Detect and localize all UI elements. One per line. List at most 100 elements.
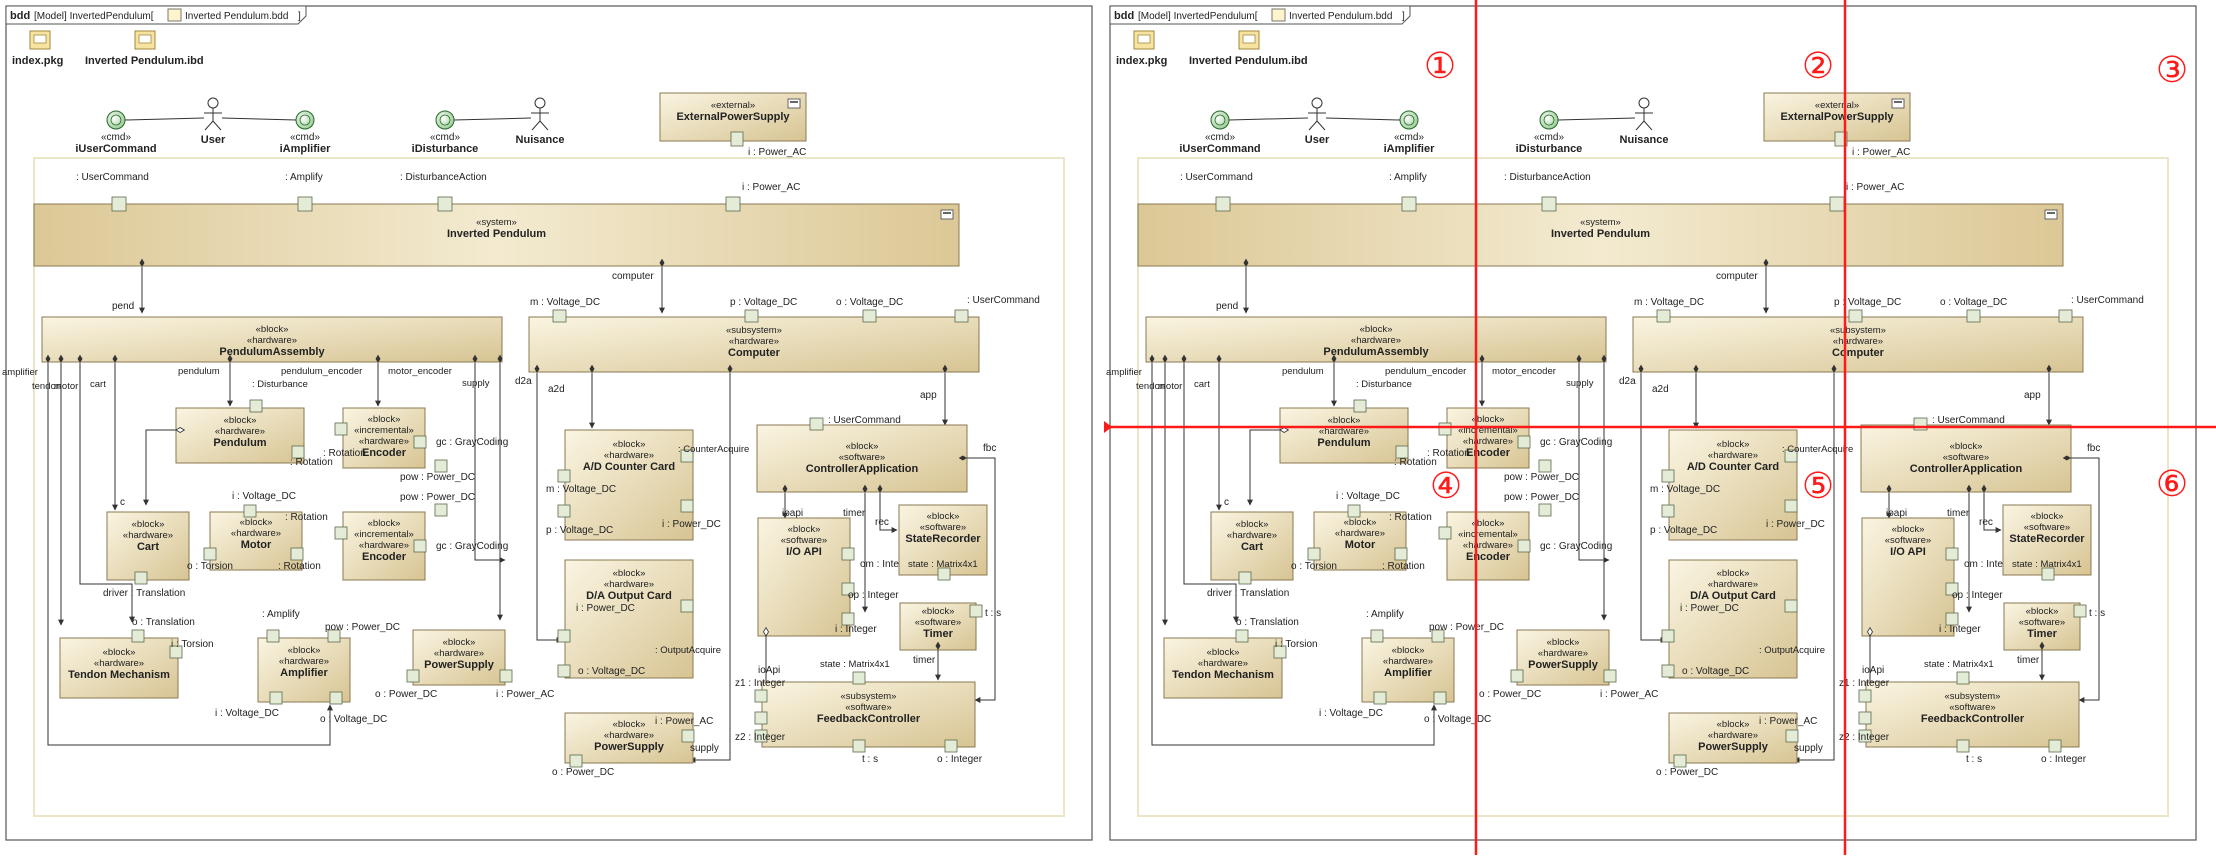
port-user-command[interactable] <box>1215 196 1231 212</box>
port-o-voltage[interactable] <box>1966 309 1981 323</box>
port-m-voltage[interactable] <box>552 309 567 323</box>
block-computer[interactable] <box>528 316 980 373</box>
port-rotation-motor[interactable] <box>1394 547 1408 561</box>
port-rotation[interactable] <box>1395 445 1409 459</box>
block-power_supply_hw[interactable] <box>1516 629 1610 686</box>
block-io_api[interactable] <box>757 517 851 637</box>
port-translation[interactable] <box>134 571 148 585</box>
port-ioapi-fc[interactable] <box>754 689 768 703</box>
port-disturbance-in[interactable] <box>1353 399 1367 413</box>
port-disturbance[interactable] <box>1541 196 1557 212</box>
block-power_supply_hw[interactable] <box>412 629 506 686</box>
port-z1[interactable] <box>754 711 768 725</box>
block-encoder2[interactable] <box>1446 511 1530 581</box>
port-power-ac-sys[interactable] <box>1829 196 1845 212</box>
port-voltage-amp-in[interactable] <box>269 691 283 705</box>
port-translation-in[interactable] <box>1235 629 1249 643</box>
block-computer[interactable] <box>1632 316 2084 373</box>
block-controller_app[interactable] <box>1860 424 2072 493</box>
port-p-voltage[interactable] <box>744 309 759 323</box>
port-user-command[interactable] <box>111 196 127 212</box>
port-graycoding2[interactable] <box>1517 539 1531 553</box>
port-z1[interactable] <box>1858 711 1872 725</box>
port-power-dc-ps[interactable] <box>406 669 420 683</box>
port-p-voltage-ad[interactable] <box>557 504 571 518</box>
block-feedback_controller[interactable] <box>1865 681 2080 748</box>
port-power-dc-da[interactable] <box>1661 664 1675 678</box>
port-power-dc-da[interactable] <box>557 664 571 678</box>
port-om[interactable] <box>1945 547 1959 561</box>
port-disturbance[interactable] <box>437 196 453 212</box>
port-pow[interactable] <box>1538 459 1552 473</box>
port-power-dc-ad[interactable] <box>1784 499 1798 513</box>
port-power-ac-sys[interactable] <box>725 196 741 212</box>
port-m-voltage-ad[interactable] <box>557 469 571 483</box>
block-cart[interactable] <box>106 511 190 581</box>
port-amplify[interactable] <box>1401 196 1417 212</box>
port-t-timer[interactable] <box>2073 604 2087 618</box>
block-cart[interactable] <box>1210 511 1294 581</box>
port-power-dc-comp[interactable] <box>569 754 583 768</box>
port-z2[interactable] <box>1858 729 1872 743</box>
port-state-rec[interactable] <box>2041 567 2055 581</box>
port-state-fc[interactable] <box>1956 671 1970 685</box>
port-disturbance-in[interactable] <box>249 399 263 413</box>
port-pow[interactable] <box>434 459 448 473</box>
port-voltage-in[interactable] <box>243 504 257 518</box>
port-ioapi-fc[interactable] <box>1858 689 1872 703</box>
port-user-command-app[interactable] <box>809 417 824 431</box>
block-system[interactable] <box>33 203 960 267</box>
port-t-fc[interactable] <box>1956 739 1970 753</box>
port-rotation-motor[interactable] <box>290 547 304 561</box>
port-power-dc-comp[interactable] <box>1673 754 1687 768</box>
port-torsion[interactable] <box>203 547 217 561</box>
block-tendon[interactable] <box>1163 637 1283 699</box>
block-da_card[interactable] <box>1668 559 1798 679</box>
port-op[interactable] <box>1945 582 1959 596</box>
port-voltage-amp-out[interactable] <box>1433 691 1447 705</box>
port-o-fc[interactable] <box>944 739 958 753</box>
port-user-command-comp[interactable] <box>2058 309 2073 323</box>
port-power-dc-ad[interactable] <box>680 499 694 513</box>
port-pow-amp[interactable] <box>327 629 341 643</box>
port-amplify-in[interactable] <box>1370 629 1384 643</box>
port-graycoding[interactable] <box>413 435 427 449</box>
port-translation[interactable] <box>1238 571 1252 585</box>
block-amplifier[interactable] <box>1361 637 1455 703</box>
port-i[interactable] <box>841 612 855 626</box>
port-user-command-comp[interactable] <box>954 309 969 323</box>
port-power-ac-ps[interactable] <box>499 669 513 683</box>
port-voltage-da[interactable] <box>1661 629 1675 643</box>
port-i[interactable] <box>1945 612 1959 626</box>
block-system[interactable] <box>1137 203 2064 267</box>
port-voltage-amp-out[interactable] <box>329 691 343 705</box>
port-rotation-enc2[interactable] <box>1438 526 1452 540</box>
port-torsion-in[interactable] <box>1273 645 1287 659</box>
port-rotation-enc[interactable] <box>334 422 348 436</box>
port-amplify-in[interactable] <box>266 629 280 643</box>
port-rotation[interactable] <box>291 445 305 459</box>
port-voltage-amp-in[interactable] <box>1373 691 1387 705</box>
block-ad_card[interactable] <box>1668 429 1798 541</box>
port-pow2[interactable] <box>434 503 448 517</box>
port-state-rec[interactable] <box>937 567 951 581</box>
port-power-ac-comp[interactable] <box>681 729 695 743</box>
block-pendulum[interactable] <box>175 407 305 464</box>
port-p-voltage[interactable] <box>1848 309 1863 323</box>
block-ad_card[interactable] <box>564 429 694 541</box>
port-power-dc-ps[interactable] <box>1510 669 1524 683</box>
block-tendon[interactable] <box>59 637 179 699</box>
port-output-acquire[interactable] <box>680 599 694 613</box>
port-amplify[interactable] <box>297 196 313 212</box>
port-rotation-enc2[interactable] <box>334 526 348 540</box>
port-power-ac[interactable] <box>730 131 744 147</box>
port-m-voltage-ad[interactable] <box>1661 469 1675 483</box>
port-power-ac-ps[interactable] <box>1603 669 1617 683</box>
block-pendulum[interactable] <box>1279 407 1409 464</box>
port-counter-acquire[interactable] <box>680 449 694 463</box>
port-state-fc[interactable] <box>852 671 866 685</box>
port-t-fc[interactable] <box>852 739 866 753</box>
port-t-timer[interactable] <box>969 604 983 618</box>
port-o-fc[interactable] <box>2048 739 2062 753</box>
port-graycoding[interactable] <box>1517 435 1531 449</box>
